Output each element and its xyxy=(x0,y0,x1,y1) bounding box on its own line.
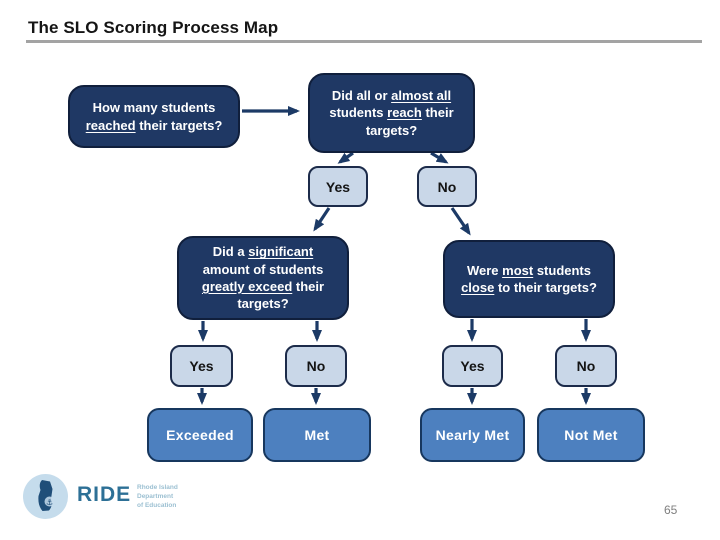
result-node-not-met: Not Met xyxy=(537,408,645,462)
result-label: Met xyxy=(304,427,330,443)
decision-label: Yes xyxy=(189,358,214,374)
decision-yes-2: Yes xyxy=(170,345,233,387)
arrow-no1-to-q4 xyxy=(450,207,471,236)
ride-logo-text: RIDE xyxy=(77,483,132,506)
decision-no-3: No xyxy=(555,345,617,387)
page-number: 65 xyxy=(664,503,678,517)
svg-text:⚓: ⚓ xyxy=(46,498,53,507)
decision-yes-3: Yes xyxy=(442,345,503,387)
result-node-exceeded: Exceeded xyxy=(147,408,253,462)
title-underline xyxy=(26,40,702,43)
result-label: Exceeded xyxy=(166,427,234,443)
decision-label: Yes xyxy=(460,358,485,374)
decision-no-2: No xyxy=(285,345,347,387)
tagline-line: Department xyxy=(137,492,174,500)
page-title: The SLO Scoring Process Map xyxy=(28,18,279,37)
decision-no-1: No xyxy=(417,166,477,207)
decision-yes-1: Yes xyxy=(308,166,368,207)
result-node-nearly-met: Nearly Met xyxy=(420,408,525,462)
tagline-line: of Education xyxy=(137,501,177,509)
result-node-met: Met xyxy=(263,408,371,462)
ride-logo-mark: ⚓ xyxy=(23,474,68,519)
decision-label: No xyxy=(576,358,596,374)
arrow-q2-to-no1 xyxy=(430,151,449,164)
ride-logo-tagline: Rhode Island Department of Education xyxy=(137,484,178,510)
rhode-island-silhouette-icon: ⚓ xyxy=(38,480,55,511)
result-label: Nearly Met xyxy=(435,427,510,443)
result-label: Not Met xyxy=(564,427,618,443)
decision-label: No xyxy=(306,358,326,374)
arrow-q2-to-yes1 xyxy=(337,151,354,164)
tagline-line: Rhode Island xyxy=(137,484,178,491)
decision-label: Yes xyxy=(325,178,351,195)
arrow-yes1-to-q3 xyxy=(313,207,331,232)
decision-label: No xyxy=(437,178,457,195)
